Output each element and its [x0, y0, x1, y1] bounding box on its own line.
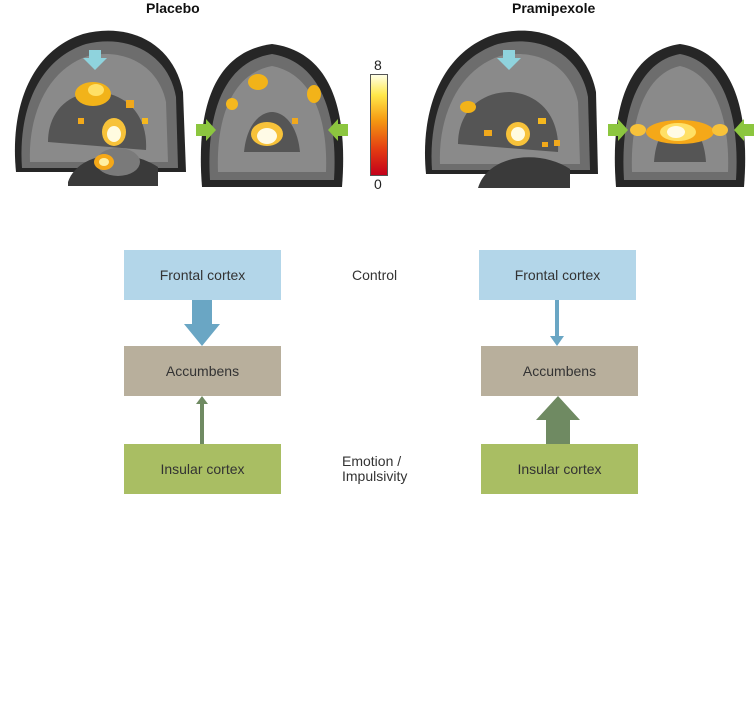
- emotion-label-line2: Impulsivity: [342, 468, 408, 484]
- pramipexole-title: Pramipexole: [512, 0, 596, 16]
- left-frontal-to-accumbens-arrow: [184, 300, 220, 346]
- pramipexole-coronal-scan: [604, 22, 756, 190]
- colorbar-max-label: 8: [374, 57, 382, 73]
- emotion-label-line1: Emotion /: [342, 453, 402, 469]
- placebo-sagittal-scan: [8, 22, 188, 186]
- placebo-sagittal-activation: [75, 82, 148, 170]
- right-arrow-icon: [608, 119, 628, 141]
- placebo-coronal-activation: [226, 74, 321, 146]
- pramipexole-sagittal-scan: [418, 22, 600, 188]
- right-accumbens-box: Accumbens: [481, 346, 638, 396]
- down-arrow-icon: [497, 50, 521, 70]
- left-accumbens-box: Accumbens: [124, 346, 281, 396]
- colorbar-min-label: 0: [374, 176, 382, 192]
- right-insular-to-accumbens-arrow: [536, 396, 580, 444]
- down-arrow-icon: [83, 50, 107, 70]
- pramipexole-coronal-activation: [630, 120, 728, 144]
- left-arrow-icon: [734, 119, 754, 141]
- emotion-impulsivity-label: Emotion / Impulsivity: [342, 454, 407, 484]
- left-insular-to-accumbens-arrow: [196, 396, 208, 444]
- left-insular-cortex-box: Insular cortex: [124, 444, 281, 494]
- left-frontal-cortex-box: Frontal cortex: [124, 250, 281, 300]
- placebo-coronal-scan: [192, 22, 352, 190]
- right-insular-cortex-box: Insular cortex: [481, 444, 638, 494]
- colorbar: [370, 74, 388, 176]
- placebo-title: Placebo: [146, 0, 200, 16]
- right-frontal-to-accumbens-arrow: [550, 300, 564, 346]
- control-label: Control: [352, 267, 398, 283]
- left-arrow-icon: [328, 119, 348, 141]
- right-arrow-icon: [196, 119, 216, 141]
- right-frontal-cortex-box: Frontal cortex: [479, 250, 636, 300]
- pramipexole-sagittal-activation: [460, 101, 560, 147]
